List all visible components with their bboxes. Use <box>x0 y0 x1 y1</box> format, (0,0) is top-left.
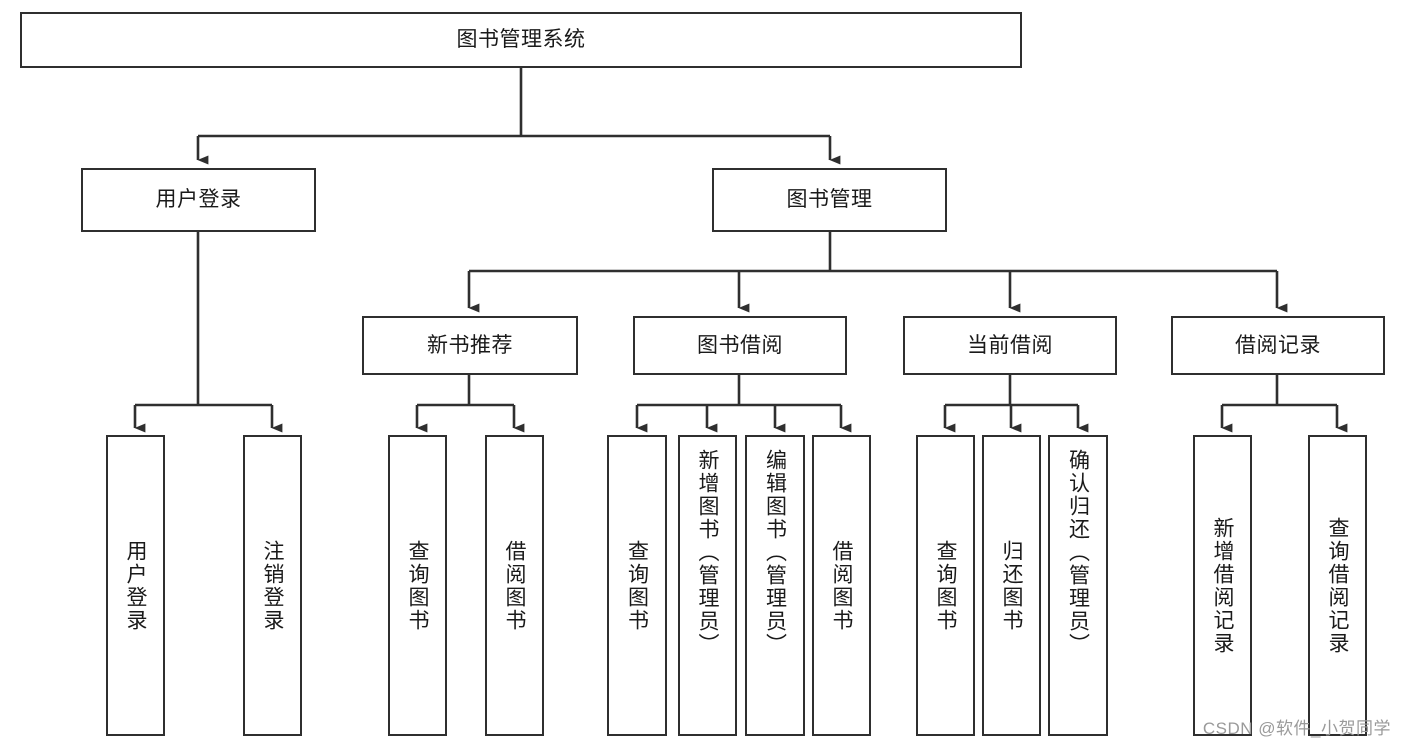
node-root[interactable]: 图书管理系统 <box>20 12 1022 68</box>
leaf-borrow-books-new-label: 借阅图书 <box>503 539 526 632</box>
node-book-borrow[interactable]: 图书借阅 <box>633 316 847 375</box>
node-user-login[interactable]: 用户登录 <box>81 168 316 232</box>
node-root-label: 图书管理系统 <box>456 28 586 52</box>
leaf-query-books-borrow[interactable]: 查询图书 <box>607 435 667 736</box>
leaf-query-books-borrow-label: 查询图书 <box>625 539 649 632</box>
leaf-return-books[interactable]: 归还图书 <box>982 435 1041 736</box>
node-book-borrow-label: 图书借阅 <box>697 333 783 357</box>
leaf-edit-book-admin[interactable]: 编辑图书（管理员） <box>745 435 805 736</box>
node-book-management[interactable]: 图书管理 <box>712 168 947 232</box>
node-borrow-records[interactable]: 借阅记录 <box>1171 316 1385 375</box>
leaf-add-borrow-record-label: 新增借阅记录 <box>1211 516 1234 655</box>
node-current-borrow[interactable]: 当前借阅 <box>903 316 1117 375</box>
node-user-login-label: 用户登录 <box>155 188 242 212</box>
leaf-return-books-label: 归还图书 <box>1000 539 1023 632</box>
leaf-logout[interactable]: 注销登录 <box>243 435 302 736</box>
node-new-book-recommend[interactable]: 新书推荐 <box>362 316 578 375</box>
leaf-borrow-books-label: 借阅图书 <box>830 539 853 632</box>
leaf-borrow-books[interactable]: 借阅图书 <box>812 435 871 736</box>
leaf-query-borrow-record[interactable]: 查询借阅记录 <box>1308 435 1367 736</box>
leaf-borrow-books-new[interactable]: 借阅图书 <box>485 435 544 736</box>
leaf-user-login[interactable]: 用户登录 <box>106 435 165 736</box>
leaf-confirm-return-admin-label: 确认归还（管理员） <box>1066 449 1090 656</box>
leaf-query-borrow-record-label: 查询借阅记录 <box>1326 516 1349 655</box>
leaf-query-books-new-label: 查询图书 <box>406 539 429 632</box>
leaf-logout-label: 注销登录 <box>261 539 284 632</box>
leaf-confirm-return-admin[interactable]: 确认归还（管理员） <box>1048 435 1108 736</box>
node-borrow-records-label: 借阅记录 <box>1235 333 1321 357</box>
node-book-management-label: 图书管理 <box>786 188 873 212</box>
leaf-add-borrow-record[interactable]: 新增借阅记录 <box>1193 435 1252 736</box>
leaf-query-books-new[interactable]: 查询图书 <box>388 435 447 736</box>
leaf-query-books-current-label: 查询图书 <box>934 539 957 632</box>
leaf-query-books-current[interactable]: 查询图书 <box>916 435 975 736</box>
watermark-text: CSDN @软件_小贺同学 <box>1202 719 1391 738</box>
node-current-borrow-label: 当前借阅 <box>967 333 1053 357</box>
leaf-add-book-admin[interactable]: 新增图书（管理员） <box>678 435 737 736</box>
leaf-user-login-label: 用户登录 <box>124 539 147 632</box>
leaf-edit-book-admin-label: 编辑图书（管理员） <box>763 449 787 656</box>
leaf-add-book-admin-label: 新增图书（管理员） <box>696 449 719 656</box>
node-new-book-recommend-label: 新书推荐 <box>427 333 513 357</box>
